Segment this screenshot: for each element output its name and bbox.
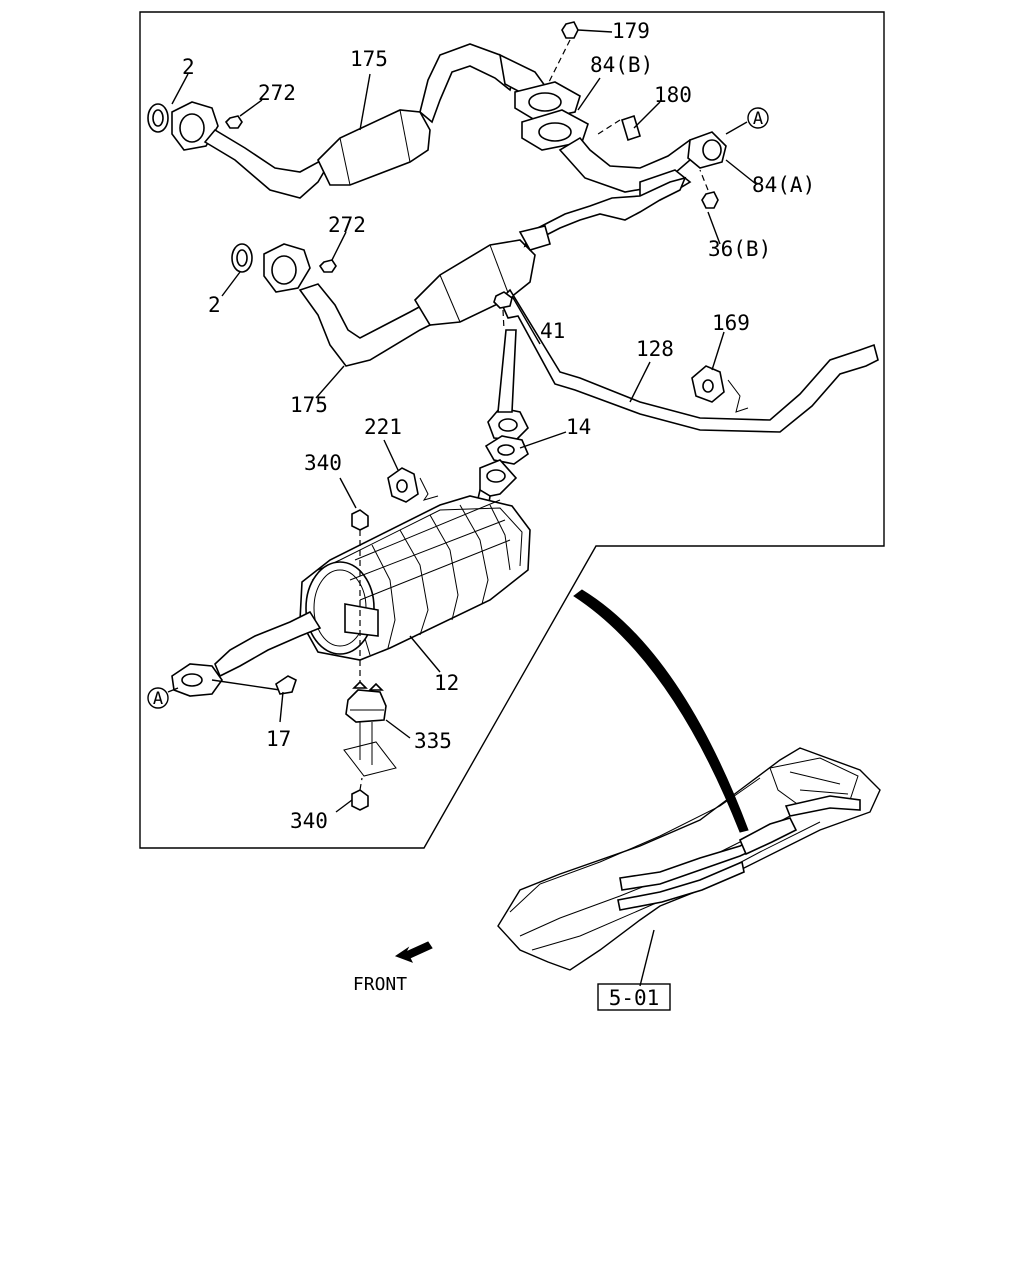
bolt-41 <box>493 291 513 309</box>
ref-box-label: 5-01 <box>609 986 660 1010</box>
ref-a-top-label: A <box>753 109 763 129</box>
ref-a-top: A <box>725 107 769 135</box>
label-340-top: 340 <box>304 451 342 475</box>
bolt-180 <box>594 114 641 142</box>
label-340-bottom: 340 <box>290 809 328 833</box>
label-272-top: 272 <box>258 81 296 105</box>
label-128: 128 <box>636 337 674 361</box>
label-36b: 36(B) <box>708 237 771 261</box>
ref-a-bottom: A <box>147 687 179 709</box>
nut-179 <box>561 21 579 39</box>
ref-box-5-01: 5-01 <box>597 983 671 1011</box>
pointer-arrow <box>573 589 749 833</box>
front-arrow-icon <box>394 941 433 963</box>
label-272-mid: 272 <box>328 213 366 237</box>
label-2-top: 2 <box>182 55 195 79</box>
label-175-mid: 175 <box>290 393 328 417</box>
label-17: 17 <box>266 727 291 751</box>
mount-335 <box>343 680 397 777</box>
front-pipe-lower <box>231 176 687 367</box>
bolt-17 <box>275 675 297 723</box>
label-175-top: 175 <box>350 47 388 71</box>
outlet-flange <box>171 663 281 697</box>
label-2-mid: 2 <box>208 293 221 317</box>
label-179: 179 <box>612 19 650 43</box>
nut-340-top <box>351 509 369 531</box>
hanger-221 <box>387 467 439 503</box>
label-180: 180 <box>654 83 692 107</box>
label-169: 169 <box>712 311 750 335</box>
chassis-overview <box>497 589 881 987</box>
hanger-169 <box>691 365 749 413</box>
label-335: 335 <box>414 729 452 753</box>
label-84b: 84(B) <box>590 53 653 77</box>
label-41: 41 <box>540 319 565 343</box>
nut-340-bottom <box>351 789 369 811</box>
leader-lines <box>171 29 757 813</box>
front-pipe-upper <box>147 43 549 199</box>
front-indicator: FRONT <box>353 941 433 995</box>
front-label: FRONT <box>353 974 407 995</box>
part-labels: 2 272 175 179 84(B) 180 84(A) 36(B) 272 … <box>182 19 815 833</box>
muffler-12 <box>214 459 531 678</box>
ref-a-bottom-label: A <box>153 689 163 709</box>
detail-frame <box>139 11 885 849</box>
gasket-84b <box>514 81 589 151</box>
gasket-14 <box>484 435 529 465</box>
intermediate-pipe-128 <box>487 288 879 441</box>
label-14: 14 <box>566 415 591 439</box>
y-pipe <box>558 131 727 201</box>
label-12: 12 <box>434 671 459 695</box>
label-221: 221 <box>364 415 402 439</box>
label-84a: 84(A) <box>752 173 815 197</box>
nut-36b <box>701 191 719 209</box>
